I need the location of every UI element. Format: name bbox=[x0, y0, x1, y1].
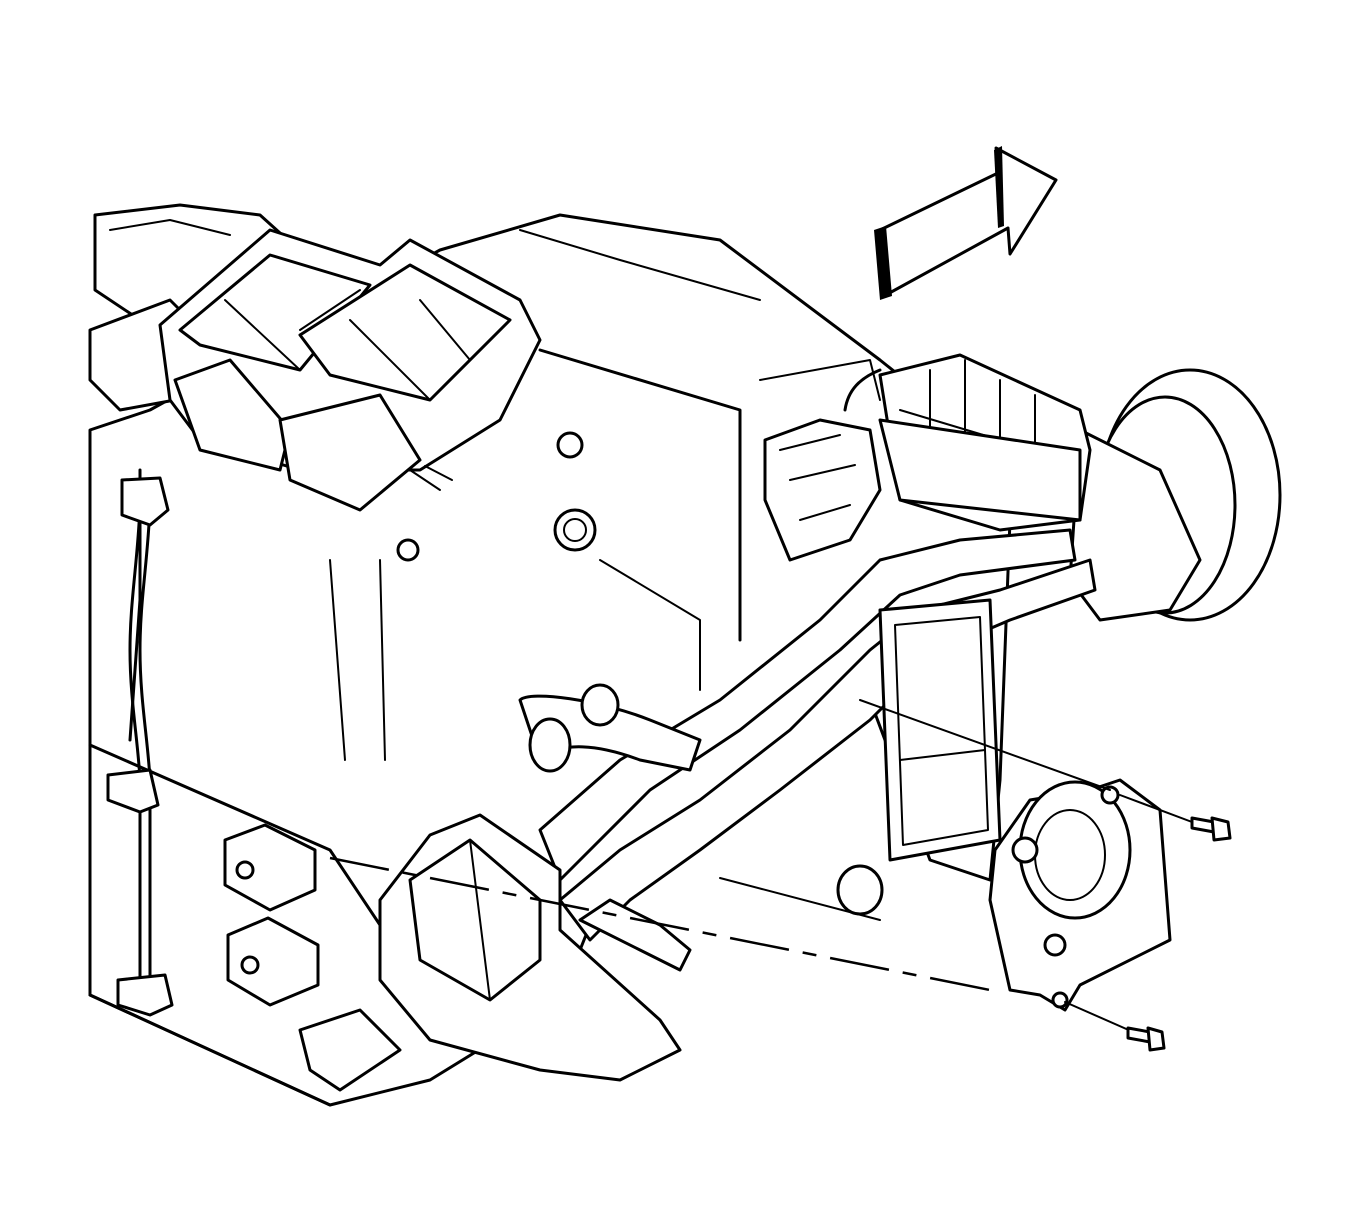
direction-arrow-icon bbox=[874, 146, 1058, 300]
screw-icon bbox=[1190, 816, 1232, 842]
heater-pipes bbox=[518, 528, 1097, 972]
screw-icon bbox=[1126, 1026, 1166, 1052]
housing-bosses bbox=[396, 431, 597, 562]
blower-bracket bbox=[878, 353, 1092, 532]
alignment-lines bbox=[329, 699, 1201, 1036]
wiring-harness bbox=[106, 476, 174, 1017]
lower-outlets bbox=[223, 813, 682, 1092]
blower-motor bbox=[1068, 368, 1282, 622]
twin-outlet-ducts bbox=[158, 228, 542, 512]
electrical-connector bbox=[763, 368, 882, 562]
evaporator-frame bbox=[878, 598, 1002, 862]
mode-door-actuator bbox=[988, 778, 1172, 1012]
